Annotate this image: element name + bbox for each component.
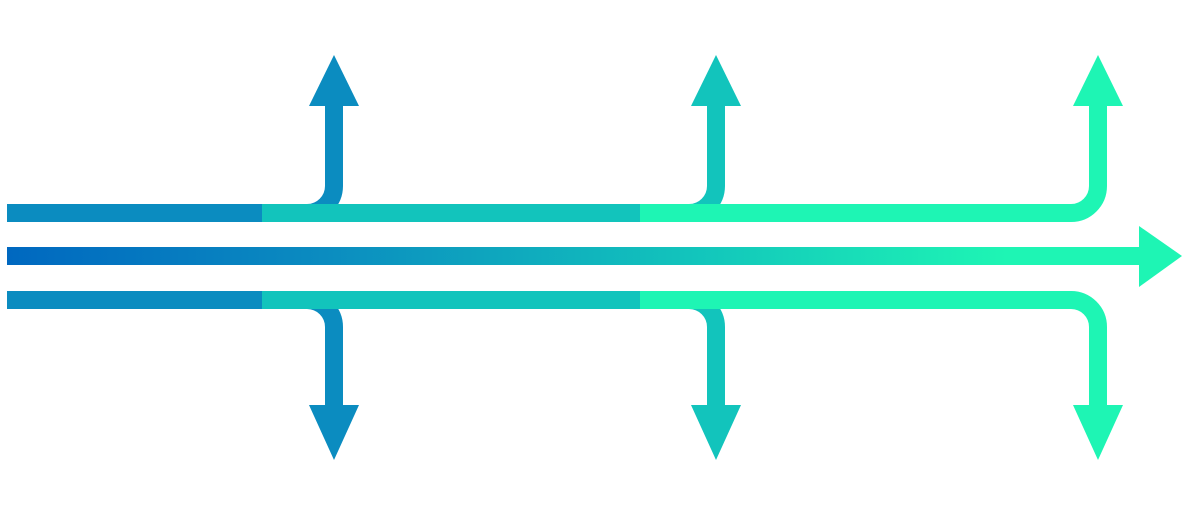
lower-branch-line-3 [640, 291, 1107, 410]
arrow-up-icon [1073, 55, 1123, 106]
arrow-up-icon [691, 55, 741, 106]
upper-branch-lines [7, 55, 1123, 222]
main-arrow-shaft [7, 247, 1147, 265]
upper-branch-line-1 [7, 100, 343, 222]
main-arrow [7, 226, 1182, 287]
arrow-down-icon [691, 405, 741, 460]
arrow-down-icon [1073, 405, 1123, 460]
lower-branch-lines [7, 291, 1123, 460]
arrow-up-icon [309, 55, 359, 106]
arrow-down-icon [309, 405, 359, 460]
lower-branch-line-1 [7, 291, 343, 410]
arrow-right-icon [1139, 226, 1182, 287]
upper-branch-line-3 [640, 100, 1107, 222]
